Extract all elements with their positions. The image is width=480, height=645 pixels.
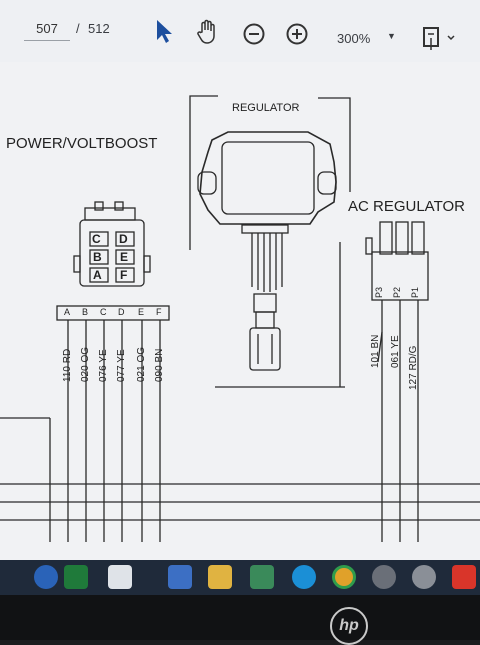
select-arrow-icon[interactable] xyxy=(152,18,174,44)
pin-letter: E xyxy=(138,307,145,317)
wire-label: 090 BN xyxy=(154,348,165,382)
total-pages: 512 xyxy=(88,21,110,36)
media-app-icon[interactable] xyxy=(64,565,88,589)
zoom-out-icon[interactable] xyxy=(242,22,266,46)
ac-regulator-title: AC REGULATOR xyxy=(348,198,465,215)
cavity-letter: F xyxy=(120,268,128,282)
pin-letter: A xyxy=(64,307,71,317)
zoom-select[interactable]: 300% ▼ xyxy=(325,26,405,48)
cavity-letter: E xyxy=(120,250,129,264)
monitor-bezel xyxy=(0,595,480,640)
pdf-toolbar: / 512 300% ▼ xyxy=(0,0,480,63)
app-icon[interactable] xyxy=(372,565,396,589)
zoom-value: 300% xyxy=(337,31,371,46)
hp-logo: hp xyxy=(330,607,368,645)
pin-letter: C xyxy=(100,307,107,317)
ac-wire-label: 127 RD/G xyxy=(408,345,419,390)
file-explorer-icon[interactable] xyxy=(208,565,232,589)
cavity-letter: B xyxy=(93,250,102,264)
cavity-letter: D xyxy=(119,232,128,246)
regulator-title: REGULATOR xyxy=(232,102,300,114)
zoom-in-icon[interactable] xyxy=(285,22,309,46)
pin-letter: F xyxy=(156,307,162,317)
page-number-input[interactable] xyxy=(24,16,70,41)
wire-label: 020 OG xyxy=(80,346,91,382)
ac-pin-label: P3 xyxy=(374,286,384,298)
app-icon[interactable] xyxy=(108,565,132,589)
store-icon[interactable] xyxy=(250,565,274,589)
pin-letter: D xyxy=(118,307,125,317)
cavity-letter: C xyxy=(92,232,101,246)
power-voltboost-title: POWER/VOLTBOOST xyxy=(6,135,158,152)
wire-label: 076 YE xyxy=(98,349,109,382)
ac-pin-label: P1 xyxy=(410,286,420,298)
wiring-diagram xyxy=(0,95,480,542)
fit-page-icon[interactable] xyxy=(420,24,460,54)
acrobat-icon[interactable] xyxy=(452,565,476,589)
wire-label: 077 YE xyxy=(116,349,127,382)
chrome-icon[interactable] xyxy=(332,565,356,589)
hand-tool-icon[interactable] xyxy=(196,18,220,46)
chevron-down-icon: ▼ xyxy=(387,31,396,41)
wire-label: 110 RD xyxy=(62,348,73,382)
page-separator: / xyxy=(76,21,80,36)
ac-wire-label: 101 BN xyxy=(370,334,381,368)
soccer-app-icon[interactable] xyxy=(34,565,58,589)
edge-icon[interactable] xyxy=(292,565,316,589)
settings-icon[interactable] xyxy=(412,565,436,589)
wire-label: 021 OG xyxy=(136,346,147,382)
cavity-letter: A xyxy=(93,268,102,282)
ac-pin-label: P2 xyxy=(392,286,402,298)
mail-icon[interactable] xyxy=(168,565,192,589)
screen: / 512 300% ▼ xyxy=(0,0,480,595)
ac-wire-label: 061 YE xyxy=(390,335,401,368)
pin-letter: B xyxy=(82,307,89,317)
